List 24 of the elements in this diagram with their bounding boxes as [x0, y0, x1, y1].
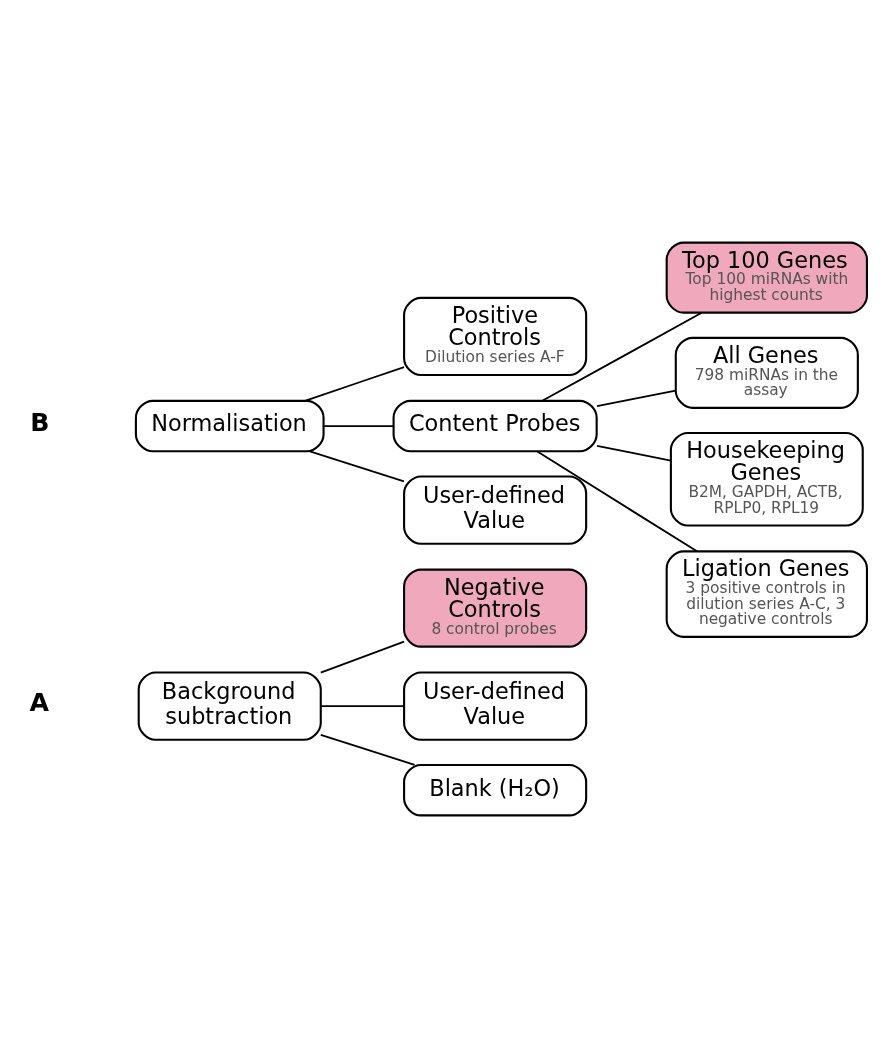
- node-box: Negative Controls 8 control probes: [403, 568, 588, 648]
- node-box: Housekeeping Genes B2M, GAPDH, ACTB, RPLP0, RPL19: [669, 431, 864, 527]
- node-box: Content Probes: [392, 399, 598, 452]
- node-box: Top 100 Genes Top 100 miRNAs with highest counts: [665, 241, 868, 314]
- connector: [309, 449, 405, 482]
- node-box: Background subtraction: [137, 671, 322, 741]
- node-box: User-defined Value: [403, 474, 588, 545]
- node-box: Blank (H₂O): [403, 763, 588, 816]
- node-box: Ligation Genes 3 positive controls in dilution series A-C, 3 negative controls: [665, 549, 868, 638]
- label: B: [30, 407, 50, 437]
- connector: [319, 704, 405, 707]
- connector: [596, 444, 672, 461]
- connector: [319, 733, 416, 766]
- node-box: Normalisation: [134, 399, 325, 452]
- connector: [319, 640, 405, 674]
- connector: [322, 424, 395, 427]
- node-box: All Genes 798 miRNAs in the assay: [674, 336, 859, 409]
- connector: [596, 389, 677, 407]
- label: A: [29, 687, 49, 717]
- connector: [536, 450, 698, 552]
- connector: [541, 311, 703, 401]
- connector: [304, 365, 405, 402]
- node-box: Positive Controls Dilution series A-F: [403, 296, 588, 376]
- node-box: User-defined Value: [403, 671, 588, 741]
